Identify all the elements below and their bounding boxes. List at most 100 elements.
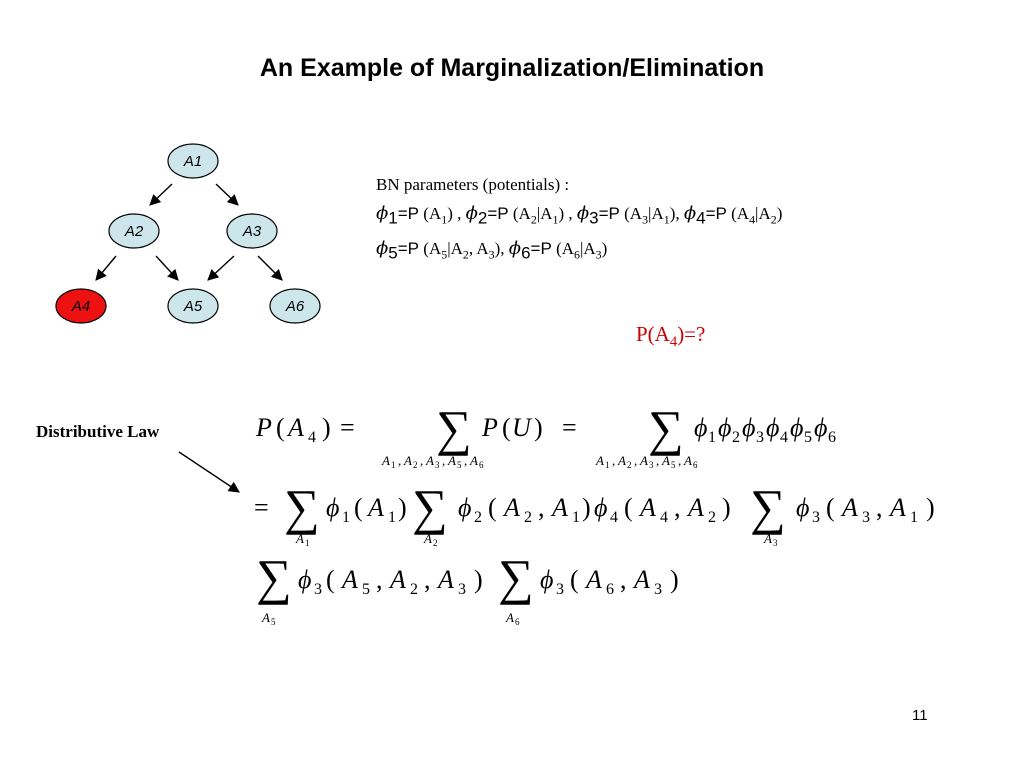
svg-text:(: ( <box>488 493 497 522</box>
node-label: A3 <box>242 223 262 240</box>
svg-text:A: A <box>683 453 692 468</box>
svg-text:A: A <box>381 453 390 468</box>
distributive-law-label: Distributive Law <box>36 422 160 441</box>
svg-text:(: ( <box>826 493 835 522</box>
edge-a2-a4 <box>95 255 117 281</box>
potential-phi5: ϕ5=P (A5|A2, A3), <box>376 238 505 263</box>
svg-text:2: 2 <box>433 538 438 548</box>
bn-parameters: BN parameters (potentials) : ϕ1=P (A1) ,… <box>376 170 782 270</box>
potential-phi2: ϕ2=P (A2|A1) , <box>465 203 573 228</box>
svg-text:,: , <box>876 493 883 522</box>
node-a2: A2 <box>108 213 160 249</box>
svg-text:2: 2 <box>410 581 418 598</box>
svg-text:A: A <box>502 493 520 522</box>
svg-text:A: A <box>840 493 858 522</box>
svg-text:∑: ∑ <box>284 479 320 535</box>
svg-text:3: 3 <box>773 538 778 548</box>
svg-text:6: 6 <box>828 429 836 446</box>
svg-text:(: ( <box>502 413 511 442</box>
node-label: A6 <box>285 298 305 315</box>
params-line-1: ϕ1=P (A1) , ϕ2=P (A2|A1) , ϕ3=P (A3|A1),… <box>376 199 782 234</box>
svg-text:(: ( <box>570 565 579 594</box>
svg-text:A: A <box>888 493 906 522</box>
svg-text:,: , <box>656 453 659 468</box>
svg-text:A: A <box>366 493 384 522</box>
query-p-a4: P(A4)=? <box>636 322 706 351</box>
svg-text:ϕ: ϕ <box>594 493 607 522</box>
params-heading: BN parameters (potentials) : <box>376 175 570 194</box>
svg-text:(: ( <box>354 493 363 522</box>
svg-text:A: A <box>447 453 456 468</box>
svg-text:ϕ: ϕ <box>790 413 803 442</box>
svg-text:∑: ∑ <box>648 400 684 456</box>
svg-text:2: 2 <box>627 460 632 470</box>
svg-text:5: 5 <box>804 429 812 446</box>
svg-text:A: A <box>584 565 602 594</box>
svg-text:6: 6 <box>515 617 520 627</box>
svg-text:A: A <box>617 453 626 468</box>
edge-a2-a5 <box>155 255 179 281</box>
svg-text:A: A <box>261 610 270 625</box>
svg-text:4: 4 <box>660 509 668 526</box>
slide-title: An Example of Marginalization/Eliminatio… <box>259 54 765 82</box>
svg-text:3: 3 <box>649 460 654 470</box>
node-a3: A3 <box>226 213 278 249</box>
svg-text:A: A <box>638 493 656 522</box>
svg-text:,: , <box>420 453 423 468</box>
svg-text:ϕ: ϕ <box>540 565 553 594</box>
node-a4: A4 <box>55 288 107 324</box>
svg-text:A: A <box>423 531 432 546</box>
svg-text:3: 3 <box>862 509 870 526</box>
svg-text:,: , <box>620 565 627 594</box>
svg-text:A: A <box>632 565 650 594</box>
svg-text:∑: ∑ <box>436 400 472 456</box>
svg-text:A: A <box>763 531 772 546</box>
svg-text:ϕ: ϕ <box>742 413 755 442</box>
svg-text:5: 5 <box>457 460 462 470</box>
svg-text:1: 1 <box>708 429 716 446</box>
svg-text:3: 3 <box>756 429 764 446</box>
edge-a3-a6 <box>257 255 283 281</box>
svg-text:3: 3 <box>654 581 662 598</box>
node-label: A1 <box>183 153 202 170</box>
svg-text:,: , <box>674 493 681 522</box>
svg-text:A: A <box>403 453 412 468</box>
svg-text:P: P <box>481 413 498 442</box>
svg-text:): ) <box>398 493 407 522</box>
svg-text:3: 3 <box>435 460 440 470</box>
svg-text:,: , <box>612 453 615 468</box>
svg-text:,: , <box>376 565 383 594</box>
svg-text:): ) <box>722 493 731 522</box>
svg-text:,: , <box>464 453 467 468</box>
page-number: 11 <box>912 707 928 724</box>
svg-text:,: , <box>678 453 681 468</box>
svg-text:A: A <box>295 531 304 546</box>
svg-text:1: 1 <box>572 509 580 526</box>
potential-phi3: ϕ3=P (A3|A1), <box>576 203 680 228</box>
svg-text:P: P <box>255 413 272 442</box>
svg-text:): ) <box>670 565 679 594</box>
svg-text:A: A <box>686 493 704 522</box>
svg-text:A: A <box>388 565 406 594</box>
svg-text:ϕ: ϕ <box>326 493 339 522</box>
svg-text:A: A <box>639 453 648 468</box>
svg-text:6: 6 <box>606 581 614 598</box>
graph-edges <box>95 183 283 281</box>
svg-text:1: 1 <box>605 460 610 470</box>
potential-phi6: ϕ6=P (A6|A3) <box>508 238 608 263</box>
svg-text:ϕ: ϕ <box>718 413 731 442</box>
svg-text:4: 4 <box>780 429 788 446</box>
svg-text:ϕ: ϕ <box>694 413 707 442</box>
node-label: A2 <box>124 223 144 240</box>
svg-text:1: 1 <box>305 538 310 548</box>
svg-text:2: 2 <box>524 509 532 526</box>
svg-text:A: A <box>505 610 514 625</box>
svg-text:2: 2 <box>708 509 716 526</box>
svg-text:6: 6 <box>693 460 698 470</box>
svg-text:3: 3 <box>458 581 466 598</box>
svg-text:=: = <box>562 413 577 442</box>
svg-text:4: 4 <box>308 429 316 446</box>
potential-phi1: ϕ1=P (A1) , <box>376 203 462 228</box>
svg-text:5: 5 <box>362 581 370 598</box>
